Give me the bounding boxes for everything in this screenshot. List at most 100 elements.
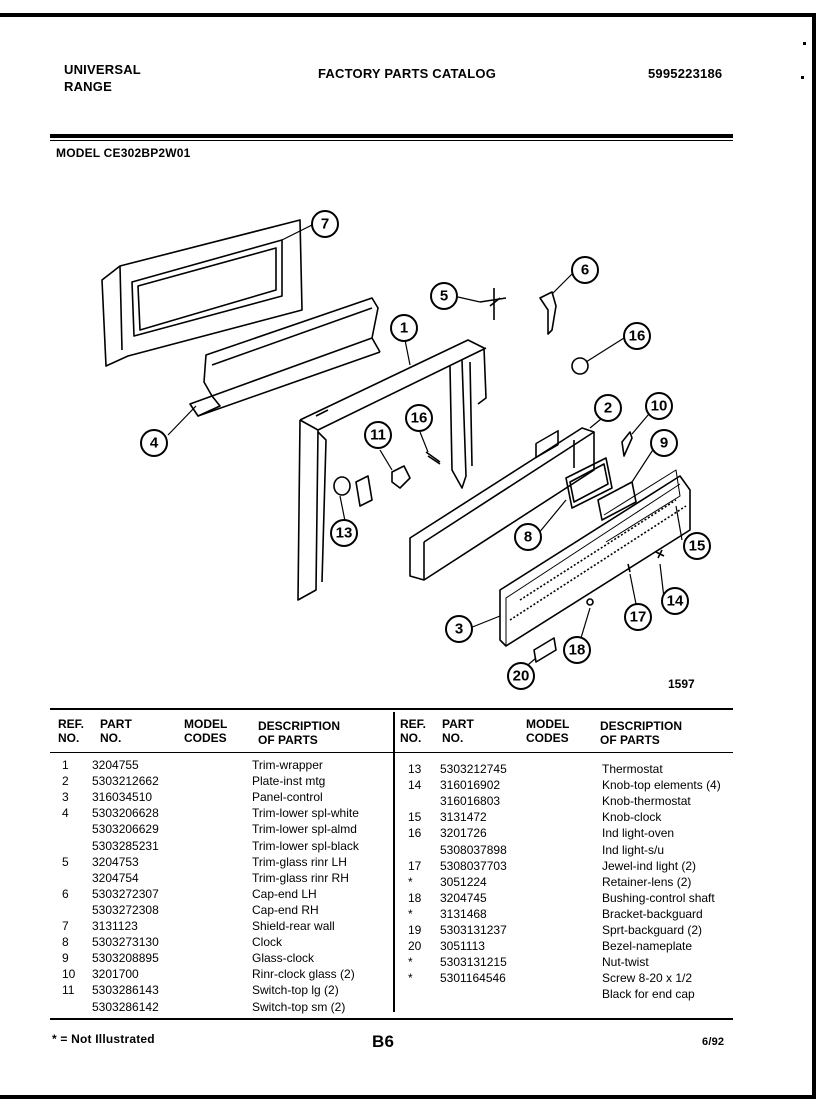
callout-label: 11 — [370, 427, 386, 444]
row-desc: Black for end cap — [602, 987, 695, 1002]
callout-label: 7 — [321, 216, 329, 233]
callout-15 — [683, 532, 711, 560]
callout-19 — [623, 322, 651, 350]
row-desc: Rinr-clock glass (2) — [252, 967, 355, 982]
row-part: 316016902 — [440, 778, 501, 793]
row-part: 5303212745 — [440, 762, 507, 776]
callout-label: 17 — [630, 609, 647, 626]
row-desc: Panel-control — [252, 790, 323, 805]
callout-label: 18 — [569, 642, 586, 659]
row-desc: Trim-lower spl-black — [252, 838, 359, 853]
callout-18 — [563, 636, 591, 664]
row-desc: Cap-end RH — [252, 902, 319, 917]
part-trim-wrapper — [297, 339, 487, 601]
scan-dot — [803, 42, 806, 45]
row-ref: 16 — [408, 826, 422, 841]
row-part: 5303273130 — [92, 935, 159, 950]
figure-code: 1597 — [668, 677, 695, 691]
row-ref: * — [408, 955, 413, 970]
row-part: 5303206628 — [92, 806, 159, 821]
row-desc: Sprt-backguard (2) — [602, 923, 703, 937]
callout-label: 1 — [400, 320, 408, 337]
row-desc: Shield-rear wall — [252, 919, 335, 933]
table-column-divider — [393, 712, 395, 1012]
callout-label: 4 — [150, 435, 159, 452]
row-part: 5303131215 — [440, 955, 507, 970]
frame-bottom — [0, 1095, 816, 1099]
part-jewel-ind-light — [627, 563, 631, 573]
callout-6 — [571, 256, 599, 284]
callout-label: 20 — [513, 668, 530, 685]
row-ref: 19 — [408, 923, 422, 937]
row-ref: 15 — [408, 810, 422, 825]
row-desc: Knob-thermostat — [602, 794, 691, 809]
callout-13 — [330, 519, 358, 547]
callout-8 — [514, 523, 542, 551]
header-ref: REF.NO. — [58, 717, 85, 745]
callout-label: 16 — [411, 410, 428, 427]
row-part: 3204753 — [92, 854, 139, 869]
row-ref: 14 — [408, 778, 422, 793]
row-part: 5303206629 — [92, 822, 159, 837]
row-part: 5303208895 — [92, 951, 159, 966]
row-desc: Trim-lower spl-white — [252, 806, 359, 821]
part-bushing — [586, 598, 594, 606]
row-ref: 1 — [62, 758, 69, 772]
callout-5 — [430, 282, 458, 310]
callout-label: 13 — [336, 525, 353, 542]
row-desc: Jewel-ind light (2) — [602, 858, 697, 873]
callout-label: 9 — [660, 435, 668, 452]
row-desc: Clock — [252, 935, 283, 950]
row-desc: Knob-clock — [602, 810, 662, 825]
part-sprt-backguard — [571, 357, 589, 375]
issue-date: 6/92 — [702, 1036, 725, 1048]
callout-9 — [650, 429, 678, 457]
row-ref: * — [408, 874, 413, 889]
part-ind-light — [425, 451, 441, 465]
exploded-parts-diagram: 7 4 1 5 6 16 2 10 9 8 15 14 17 18 3 20 1… — [101, 210, 711, 691]
row-ref: 20 — [408, 939, 422, 954]
row-desc: Bezel-nameplate — [602, 939, 693, 954]
row-desc: Retainer-lens (2) — [602, 874, 692, 889]
row-part: 316016803 — [440, 794, 501, 809]
row-part: 5303286142 — [92, 999, 159, 1014]
frame-right — [812, 13, 816, 1099]
row-part: 5303131237 — [440, 923, 507, 937]
row-ref: * — [408, 971, 413, 986]
row-part: 3131123 — [92, 919, 138, 933]
row-ref: 11 — [62, 983, 75, 998]
part-knob-top — [655, 549, 665, 559]
row-ref: * — [408, 906, 413, 921]
row-desc: Trim-glass rinr RH — [252, 870, 349, 885]
row-part: 5303272308 — [92, 902, 159, 917]
part-glass-clock — [597, 481, 637, 521]
part-clock — [565, 457, 613, 509]
row-desc: Thermostat — [602, 762, 663, 776]
part-trim-lower — [189, 297, 381, 417]
row-ref: 2 — [62, 774, 69, 789]
part-panel-control — [499, 469, 691, 647]
row-desc: Trim-glass rinr LH — [252, 854, 347, 869]
callout-20 — [507, 662, 535, 690]
callout-label: 10 — [651, 398, 668, 415]
row-part: 3201700 — [92, 967, 139, 982]
part-thermostat — [333, 475, 373, 507]
callout-2 — [594, 394, 622, 422]
catalog-number: 5995223186 — [648, 66, 723, 81]
row-ref: 6 — [62, 886, 69, 901]
row-part: 3204754 — [92, 870, 139, 885]
row-desc: Switch-top lg (2) — [252, 983, 339, 998]
row-part: 3051224 — [440, 874, 487, 889]
catalog-title: FACTORY PARTS CATALOG — [318, 66, 497, 81]
row-desc: Knob-top elements (4) — [602, 778, 721, 793]
callout-label: 8 — [524, 529, 532, 546]
row-desc: Ind light-s/u — [602, 842, 665, 857]
row-ref: 9 — [62, 951, 69, 966]
footnote: * = Not Illustrated — [52, 1032, 155, 1046]
row-ref: 8 — [62, 935, 69, 950]
header-underline — [50, 752, 733, 753]
row-ref: 10 — [62, 967, 76, 982]
